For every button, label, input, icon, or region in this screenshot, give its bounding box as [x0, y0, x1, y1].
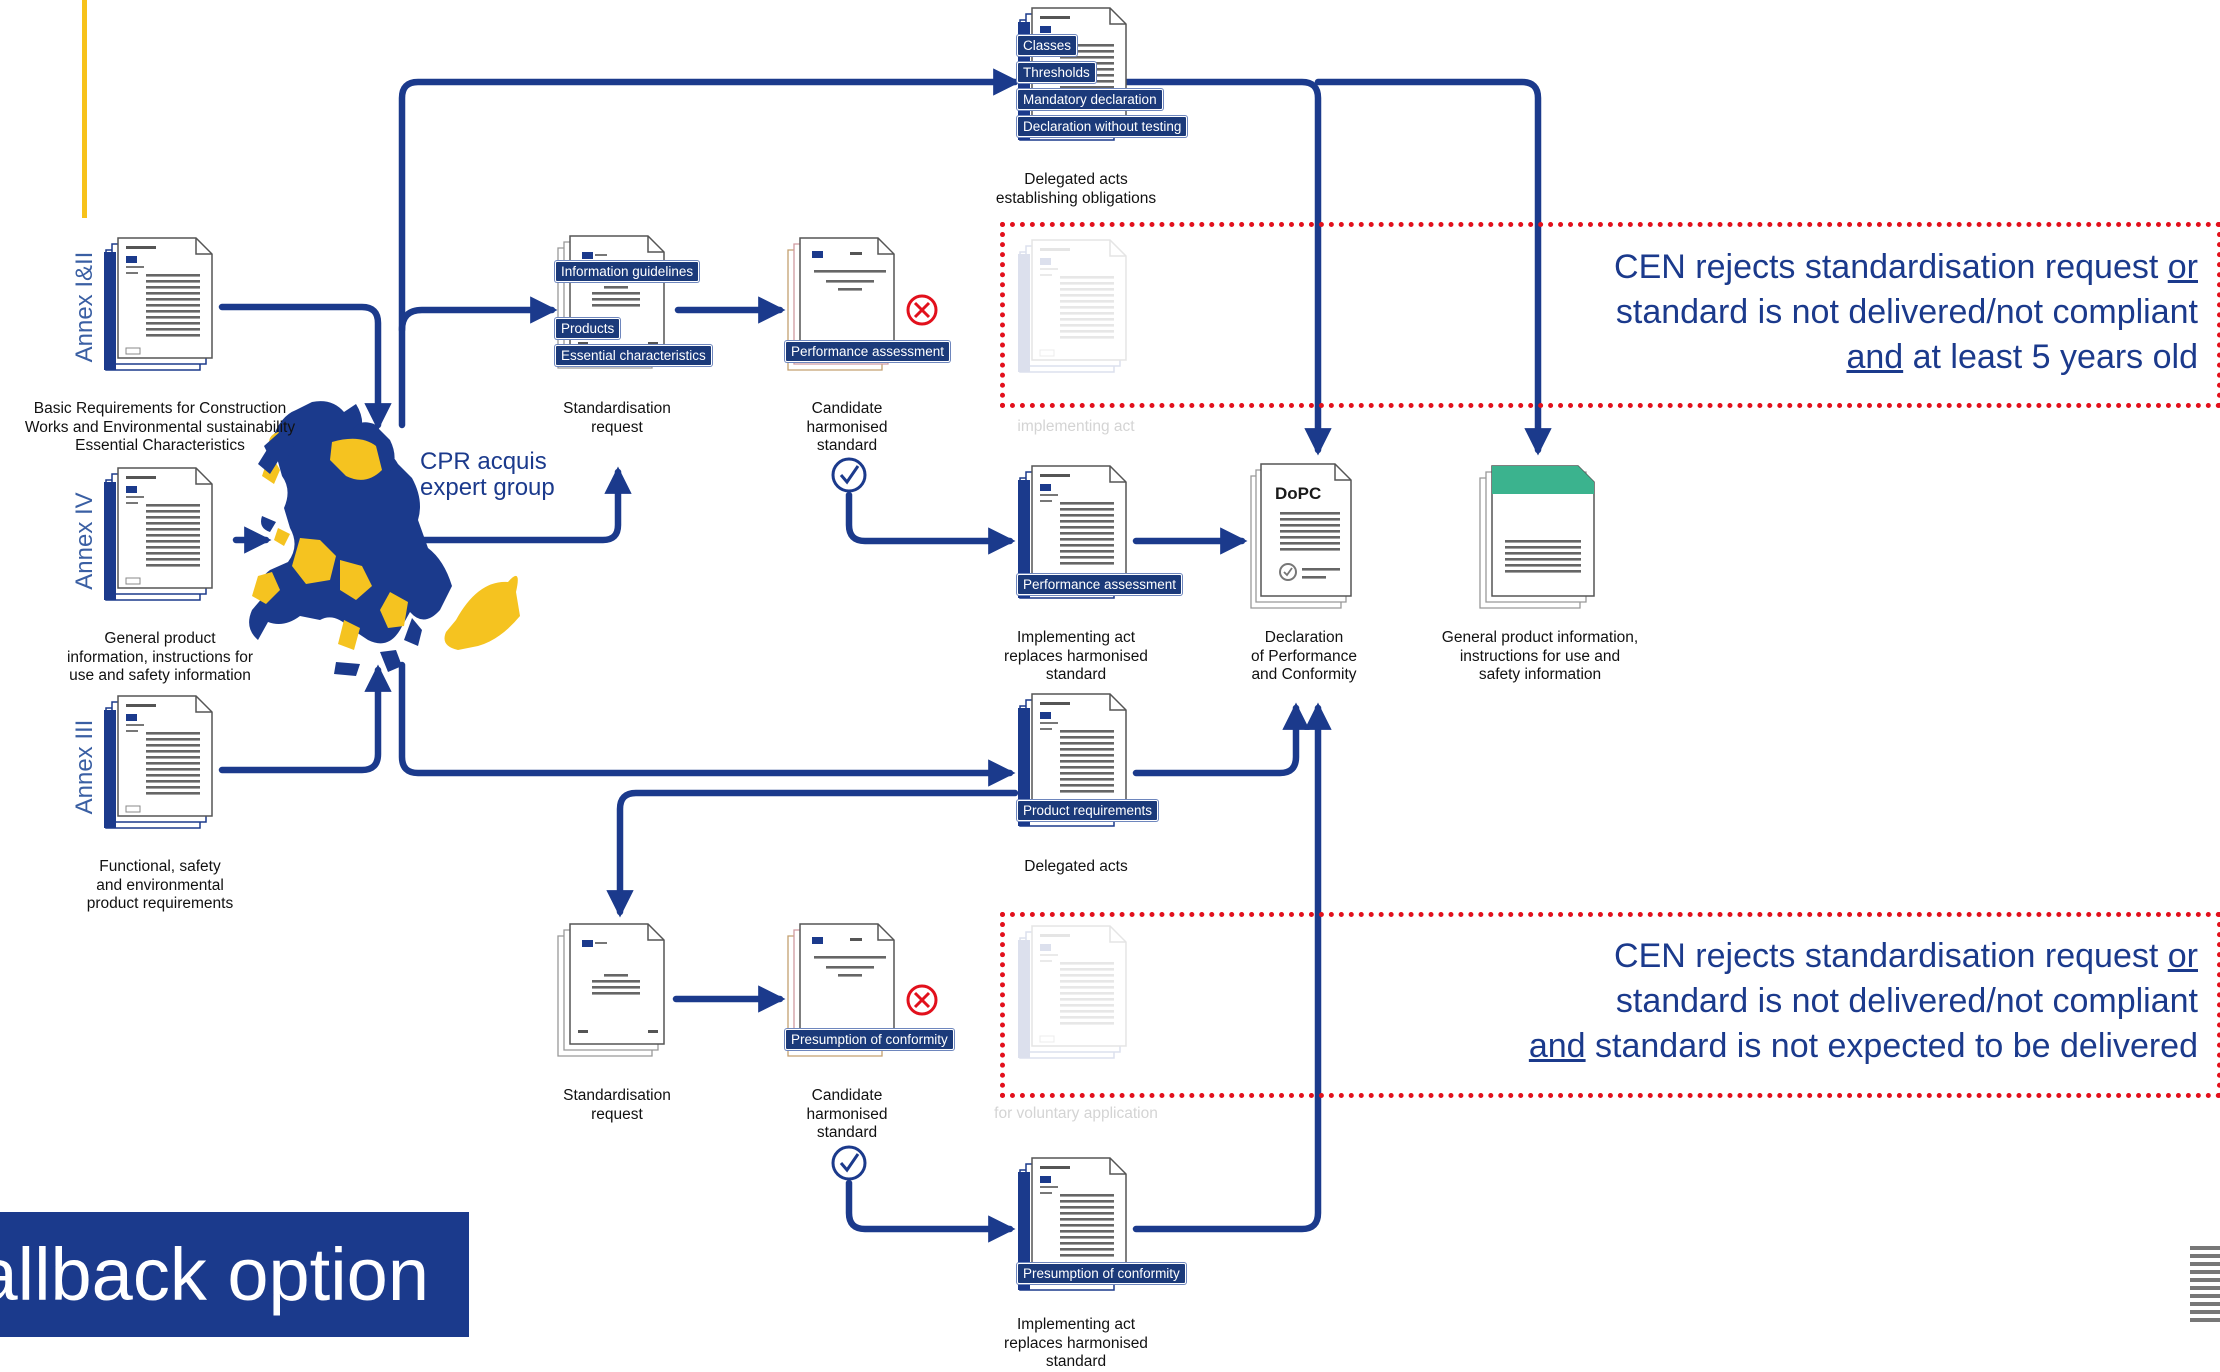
caption-functional-safety: Functional, safety and environmental pro… — [86, 858, 234, 912]
eu-map-icon — [249, 401, 520, 676]
reject-cross-icon — [906, 294, 938, 326]
caption-delegated-acts: Delegated acts — [1024, 858, 1128, 875]
dopc-title: DoPC — [1275, 484, 1322, 503]
annex-3-label: Annex III — [71, 719, 98, 815]
arrow-delegated-acts-to-std-request-bottom — [606, 789, 1019, 918]
caption-general-product-info: General product information, instruction… — [66, 630, 254, 684]
tag-performance-assessment-mid: Performance assessment — [1017, 574, 1183, 595]
tag-essential-characteristics: Essential characteristics — [555, 345, 712, 366]
tag-performance-assessment-top: Performance assessment — [785, 341, 951, 362]
caption-voluntary-ghost: for voluntary application — [994, 1105, 1158, 1122]
arrow-check-to-implementing-act-bottom — [845, 1179, 1016, 1243]
caption-implementing-act-bottom: Implementing act replaces harmonised sta… — [1004, 1316, 1148, 1370]
caption-general-info-right: General product information, instruction… — [1441, 629, 1639, 683]
arrow-annex3-to-map — [218, 664, 392, 774]
tag-classes: Classes — [1017, 35, 1078, 56]
caption-candidate-top: Candidate harmonised standard — [806, 400, 888, 454]
arrow-annex12-to-map — [218, 303, 392, 431]
arrow-expert-group-to-std-request — [406, 466, 632, 544]
tag-presumption-of-conformity-bottom: Presumption of conformity — [1017, 1263, 1186, 1284]
dopc-document-icon — [1250, 463, 1352, 609]
tag-product-requirements: Product requirements — [1017, 800, 1159, 821]
arrow-map-to-delegated-acts — [398, 661, 1016, 787]
annex4-document-icon — [103, 467, 213, 601]
tag-information-guidelines: Information guidelines — [555, 261, 700, 282]
ec-logo-icon — [2190, 1246, 2220, 1322]
annex12-document-icon — [103, 237, 213, 371]
general-info-document-icon — [1479, 465, 1595, 609]
annex-12-label: Annex I&II — [71, 251, 98, 363]
caption-delegated-obligations: Delegated acts establishing obligations — [995, 171, 1157, 207]
arrow-map-to-std-request-top — [398, 296, 558, 334]
rejection-note-top: CEN rejects standardisation request or s… — [1614, 248, 2198, 376]
arrow-obligations-to-dopc — [1123, 78, 1332, 456]
arrow-map-to-delegated-obligations — [398, 68, 1021, 429]
accent-bar — [82, 0, 87, 218]
arrow-check-to-implementing-act — [845, 491, 1016, 555]
tag-declaration-without-testing: Declaration without testing — [1017, 116, 1188, 137]
caption-implementing-act-ghost: implementing act — [1017, 418, 1135, 435]
rejection-box-bottom — [1000, 912, 2220, 1098]
approve-check-icon — [831, 1145, 867, 1181]
tag-thresholds: Thresholds — [1017, 62, 1096, 83]
caption-dopc: Declaration of Performance and Conformit… — [1251, 629, 1357, 683]
caption-candidate-bottom: Candidate harmonised standard — [806, 1087, 888, 1141]
std-request-bottom-document-icon — [557, 923, 665, 1057]
caption-implementing-act-mid: Implementing act replaces harmonised sta… — [1004, 629, 1148, 683]
annex3-document-icon — [103, 695, 213, 829]
rejection-box-top — [1000, 222, 2220, 408]
tag-mandatory-declaration: Mandatory declaration — [1017, 89, 1163, 110]
arrow-obligations-to-general-info — [1314, 78, 1552, 456]
caption-basic-requirements: Basic Requirements for Construction Work… — [24, 400, 296, 454]
caption-std-request-bottom: Standardisation request — [563, 1087, 671, 1123]
approve-check-icon — [831, 457, 867, 493]
tag-products: Products — [555, 318, 621, 339]
fallback-option-banner: allback option — [0, 1212, 469, 1337]
tag-presumption-of-conformity-candidate: Presumption of conformity — [785, 1029, 954, 1050]
rejection-note-bottom: CEN rejects standardisation request or s… — [1528, 937, 2198, 1065]
arrow-delegated-acts-to-dopc — [1132, 702, 1310, 777]
fallback-option-label: allback option — [0, 1233, 429, 1316]
caption-std-request-top: Standardisation request — [563, 400, 671, 436]
annex-4-label: Annex IV — [71, 492, 98, 590]
arrow-implementing-act-bottom-to-dopc — [1132, 702, 1332, 1233]
reject-cross-icon — [906, 984, 938, 1016]
expert-group-label: CPR acquis expert group — [420, 448, 555, 501]
